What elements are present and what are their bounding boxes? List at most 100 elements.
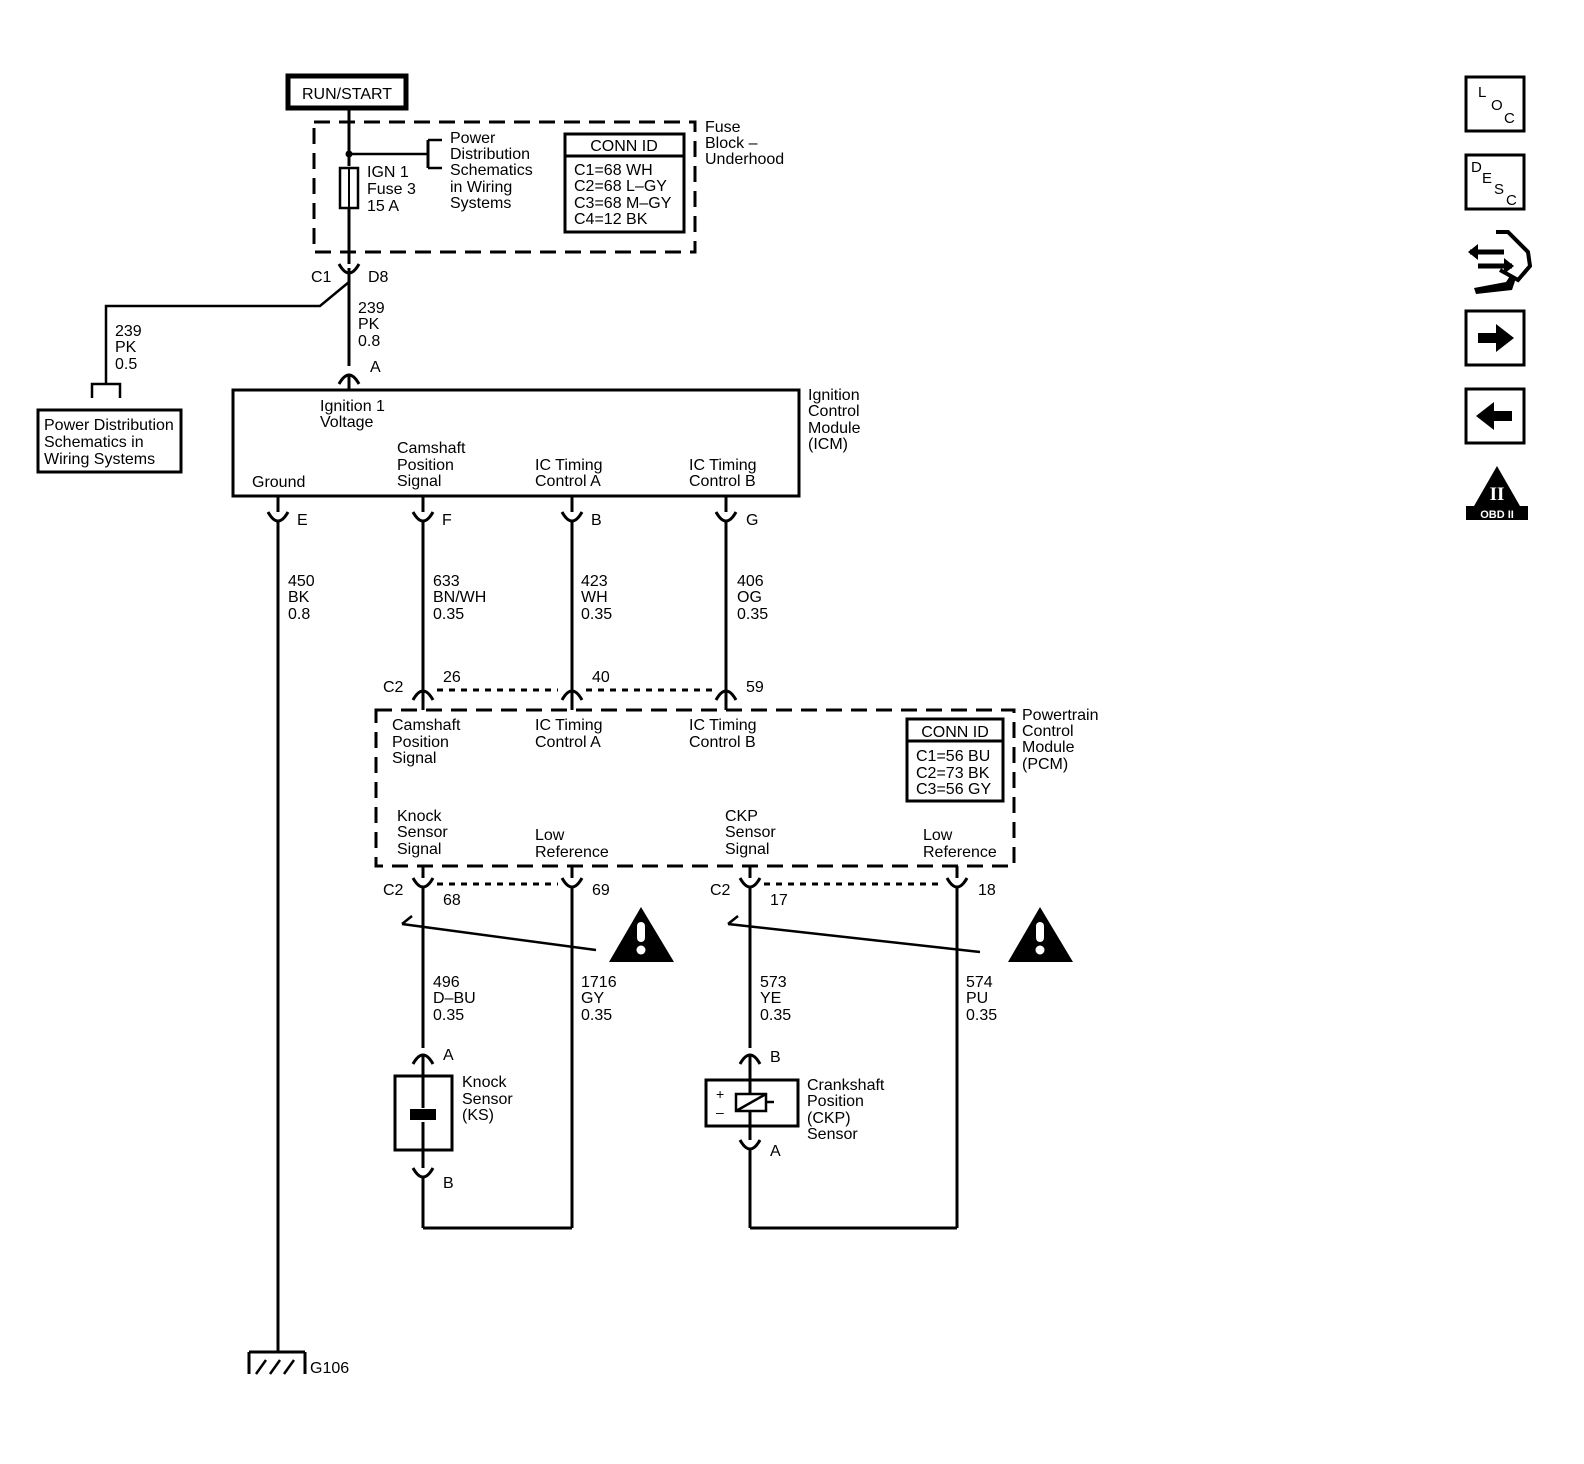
- svg-text:OBD II: OBD II: [1480, 509, 1514, 521]
- svg-text:0.5: 0.5: [115, 356, 137, 373]
- svg-text:Knock: Knock: [462, 1074, 507, 1091]
- svg-text:G106: G106: [310, 1360, 349, 1377]
- svg-text:Powertrain: Powertrain: [1022, 707, 1098, 724]
- svg-text:69: 69: [592, 882, 610, 899]
- svg-text:Module: Module: [1022, 739, 1075, 756]
- svg-text:0.8: 0.8: [288, 606, 310, 623]
- svg-text:15 A: 15 A: [367, 198, 399, 215]
- svg-text:Signal: Signal: [397, 841, 441, 858]
- svg-text:Control B: Control B: [689, 473, 756, 490]
- svg-text:Systems: Systems: [450, 195, 511, 212]
- icm-pin-b: B: [560, 496, 602, 529]
- svg-text:0.35: 0.35: [737, 606, 768, 623]
- connector-repair-icon[interactable]: [1468, 230, 1533, 294]
- svg-text:Ignition 1: Ignition 1: [320, 398, 385, 415]
- desc-icon[interactable]: D E S C: [1464, 153, 1526, 211]
- svg-text:IC Timing: IC Timing: [535, 457, 603, 474]
- svg-text:Voltage: Voltage: [320, 414, 373, 431]
- svg-text:C3=56 GY: C3=56 GY: [916, 781, 991, 798]
- fuse-block-outline: [312, 120, 697, 254]
- fuse-ign1-symbol: [338, 166, 360, 210]
- svg-text:Control A: Control A: [535, 473, 601, 490]
- svg-text:Control A: Control A: [535, 734, 601, 751]
- svg-text:Reference: Reference: [923, 844, 997, 861]
- svg-text:WH: WH: [581, 589, 608, 606]
- pcm-connector-c2-bottom: C2 68 69 C2 17 18: [383, 866, 996, 909]
- svg-text:B: B: [443, 1175, 454, 1192]
- icm-pin-g: G: [714, 496, 758, 529]
- svg-text:Camshaft: Camshaft: [397, 440, 466, 457]
- svg-text:OG: OG: [737, 589, 762, 606]
- svg-text:0.35: 0.35: [581, 1007, 612, 1024]
- svg-text:C: C: [1504, 110, 1515, 127]
- svg-text:633: 633: [433, 573, 460, 590]
- warning-icon[interactable]: [1008, 907, 1073, 962]
- svg-text:Position: Position: [392, 734, 449, 751]
- svg-text:0.8: 0.8: [358, 333, 380, 350]
- svg-text:G: G: [746, 512, 758, 529]
- fuse-block-label: Fuse Block – Underhood: [705, 119, 784, 168]
- svg-text:O: O: [1491, 97, 1503, 114]
- run-start-label: RUN/START: [285, 73, 409, 111]
- svg-text:423: 423: [581, 573, 608, 590]
- svg-text:E: E: [297, 512, 308, 529]
- powertrain-control-module: [374, 708, 1016, 868]
- left-power-distribution-ref[interactable]: Power Distribution Schematics in Wiring …: [36, 408, 183, 474]
- loc-icon[interactable]: L O C: [1464, 75, 1526, 133]
- svg-text:Sensor: Sensor: [462, 1091, 513, 1108]
- svg-text:(CKP): (CKP): [807, 1110, 851, 1127]
- svg-text:in Wiring: in Wiring: [450, 179, 512, 196]
- svg-text:A: A: [370, 359, 381, 376]
- svg-text:(PCM): (PCM): [1022, 756, 1068, 773]
- svg-text:68: 68: [443, 892, 461, 909]
- svg-text:C1=56 BU: C1=56 BU: [916, 748, 990, 765]
- svg-text:Power Distribution: Power Distribution: [44, 417, 174, 434]
- svg-text:CONN ID: CONN ID: [590, 138, 658, 155]
- wire-label-573-ye: 573 YE 0.35: [760, 974, 791, 1024]
- svg-text:BK: BK: [288, 589, 310, 606]
- power-distribution-ref-label[interactable]: Power Distribution Schematics in Wiring …: [450, 130, 533, 212]
- svg-text:Low: Low: [535, 827, 565, 844]
- svg-text:0.35: 0.35: [966, 1007, 997, 1024]
- svg-text:II: II: [1490, 484, 1505, 505]
- svg-text:Sensor: Sensor: [725, 824, 776, 841]
- svg-text:(KS): (KS): [462, 1107, 494, 1124]
- svg-text:C2=68 L–GY: C2=68 L–GY: [574, 178, 667, 195]
- wire-label-1716-gy: 1716 GY 0.35: [581, 974, 617, 1024]
- svg-text:Control: Control: [1022, 723, 1074, 740]
- previous-arrow-icon[interactable]: [1464, 387, 1526, 445]
- svg-text:C: C: [1506, 192, 1517, 209]
- svg-text:Fuse: Fuse: [705, 119, 741, 136]
- svg-text:Module: Module: [808, 420, 861, 437]
- fuse-label: IGN 1 Fuse 3 15 A: [367, 164, 416, 215]
- svg-text:0.35: 0.35: [433, 606, 464, 623]
- ignition-control-module: [231, 388, 801, 498]
- svg-text:C2: C2: [383, 679, 404, 696]
- svg-text:Ground: Ground: [252, 474, 305, 491]
- warning-icon[interactable]: [609, 907, 674, 962]
- svg-text:D: D: [1471, 159, 1482, 176]
- svg-text:C1=68 WH: C1=68 WH: [574, 162, 653, 179]
- svg-text:Signal: Signal: [397, 473, 441, 490]
- svg-text:Signal: Signal: [725, 841, 769, 858]
- svg-text:0.35: 0.35: [760, 1007, 791, 1024]
- svg-text:+: +: [716, 1086, 724, 1102]
- svg-text:A: A: [770, 1143, 781, 1160]
- svg-text:CKP: CKP: [725, 808, 758, 825]
- svg-text:17: 17: [770, 892, 788, 909]
- svg-text:239: 239: [358, 300, 385, 317]
- svg-text:Schematics in: Schematics in: [44, 434, 144, 451]
- ckp-sensor: B + – A Crankshaft Position (CKP) Sensor: [704, 1049, 885, 1228]
- wire-label-633-bn-wh: 633 BN/WH 0.35: [433, 573, 486, 623]
- knock-sensor: A B Knock Sensor (KS): [393, 1047, 513, 1228]
- svg-text:574: 574: [966, 974, 993, 991]
- svg-text:IGN 1: IGN 1: [367, 164, 409, 181]
- svg-text:BN/WH: BN/WH: [433, 589, 486, 606]
- obd-ii-icon[interactable]: II OBD II: [1466, 466, 1528, 521]
- next-arrow-icon[interactable]: [1464, 309, 1526, 367]
- svg-text:C2: C2: [383, 882, 404, 899]
- connector-c1-d8: C1 D8: [311, 263, 389, 366]
- svg-text:GY: GY: [581, 990, 604, 1007]
- svg-text:Position: Position: [807, 1093, 864, 1110]
